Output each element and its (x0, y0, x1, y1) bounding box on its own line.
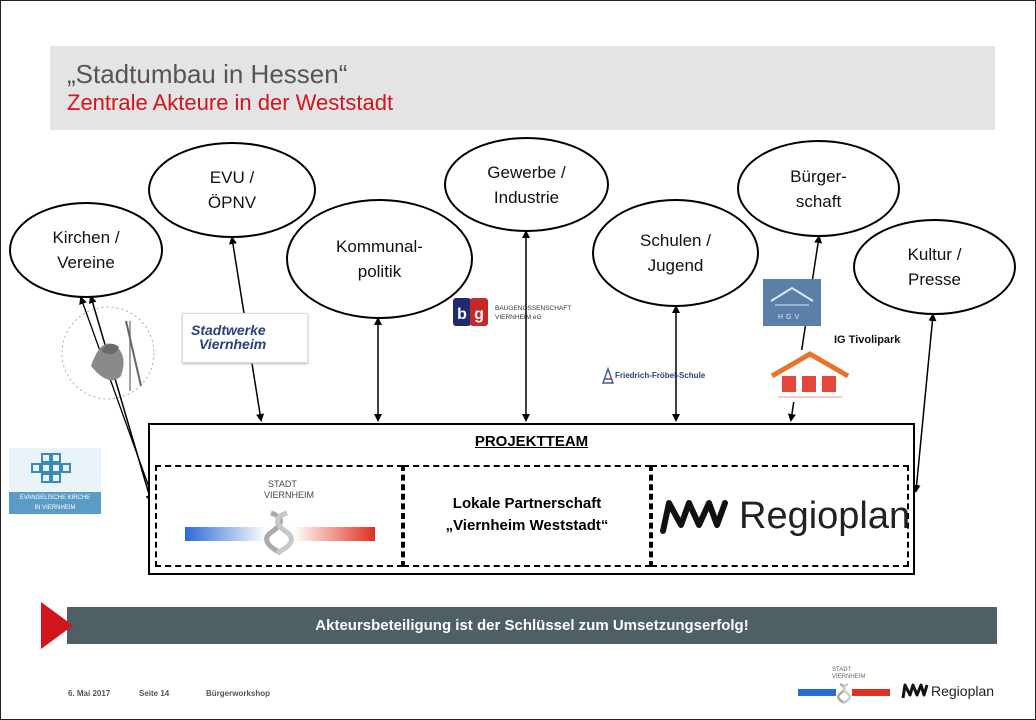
stadt-viernheim-emblem (185, 510, 375, 556)
schule-logo: Friedrich-Fröbel-Schule (601, 366, 741, 389)
footer-stadt-emblem (798, 683, 890, 705)
actor-buergerschaft: Bürger- schaft (737, 140, 900, 237)
schule-icon (601, 366, 615, 384)
hgv-house-icon (770, 286, 814, 306)
footer-regioplan-mark-icon (901, 683, 929, 699)
actor-kirchen-vereine: Kirchen / Vereine (9, 202, 163, 298)
baugenossenschaft-logo: b g BAUGENOSSENSCHAFT VIERNHEIM eG (452, 295, 612, 335)
actor-kultur-presse: Kultur / Presse (853, 219, 1016, 315)
footer-stadt-logo: STADT VIERNHEIM (794, 667, 894, 707)
slide-title: „Stadtumbau in Hessen“ (67, 59, 348, 89)
ig-tivolipark-label: IG Tivolipark (834, 334, 901, 346)
title-band (50, 46, 995, 130)
stadt-label-1: STADT (268, 479, 297, 489)
banner-arrow-icon (41, 602, 73, 649)
lokale-partnerschaft-panel: Lokale Partnerschaft „Viernheim Weststad… (403, 465, 651, 567)
slide-subtitle: Zentrale Akteure in der Weststadt (67, 90, 394, 115)
hgv-logo: HGV (763, 279, 821, 326)
projektteam-box: PROJEKTTEAM STADT VIERNHEIM (148, 423, 915, 575)
kirche-label-1: EVANGELISCHE KIRCHE (19, 495, 91, 501)
kirche-cross-icon (31, 453, 71, 483)
regioplan-panel: Regioplan (651, 465, 911, 567)
arrow-kirchen-2 (79, 296, 151, 491)
ig-tivolipark-logo (768, 350, 852, 402)
stadtwerke-label-2: Viernheim (199, 336, 267, 352)
svg-text:g: g (474, 306, 484, 323)
pfarrei-logo (61, 306, 155, 400)
stadt-viernheim-panel: STADT VIERNHEIM (155, 465, 403, 567)
footer-date: 6. Mai 2017 (68, 689, 111, 698)
evangelische-kirche-logo: EVANGELISCHE KIRCHE IN VIERNHEIM (9, 448, 101, 514)
svg-text:b: b (457, 306, 467, 323)
stadtwerke-label-1: Stadtwerke (191, 322, 266, 338)
arrow-kultur (912, 313, 937, 493)
actor-gewerbe-industrie: Gewerbe / Industrie (444, 137, 609, 232)
partnership-line-1: Lokale Partnerschaft (452, 495, 602, 512)
actor-schulen-jugend: Schulen / Jugend (592, 199, 759, 307)
stadt-label-2: VIERNHEIM (264, 490, 315, 500)
banner-bar (67, 607, 997, 644)
arrow-kirchen (88, 295, 154, 503)
actor-evu-oepnv: EVU / ÖPNV (148, 142, 316, 238)
stadtwerke-logo: Stadtwerke Viernheim (182, 313, 308, 363)
actor-kommunalpolitik: Kommunal- politik (286, 199, 473, 319)
footer-event: Bürgerworkshop (206, 689, 271, 698)
regioplan-label: Regioplan (739, 495, 911, 537)
bg-mark-icon: b g (453, 298, 488, 326)
footer-page: Seite 14 (139, 689, 170, 698)
bg-label-2: VIERNHEIM eG (495, 314, 542, 321)
hgv-label: HGV (778, 314, 803, 321)
partnership-line-2: „Viernheim Weststadt“ (445, 517, 609, 534)
footer-stadt-label-1: STADT (832, 667, 852, 673)
footer-stadt-label-2: VIERNHEIM (832, 674, 866, 680)
key-message-banner: Akteursbeteiligung ist der Schlüssel zum… (37, 602, 997, 649)
banner-text: Akteursbeteiligung ist der Schlüssel zum… (315, 617, 749, 634)
bg-label-1: BAUGENOSSENSCHAFT (495, 305, 572, 312)
projektteam-title: PROJEKTTEAM (474, 433, 589, 450)
footer-regioplan-logo: Regioplan (901, 681, 1011, 705)
kirche-label-2: IN VIERNHEIM (34, 505, 76, 511)
schule-label: Friedrich-Fröbel-Schule (615, 371, 706, 380)
ig-house-icon (770, 351, 850, 398)
footer-regioplan-label: Regioplan (931, 683, 995, 699)
regioplan-mark-icon (660, 500, 728, 534)
